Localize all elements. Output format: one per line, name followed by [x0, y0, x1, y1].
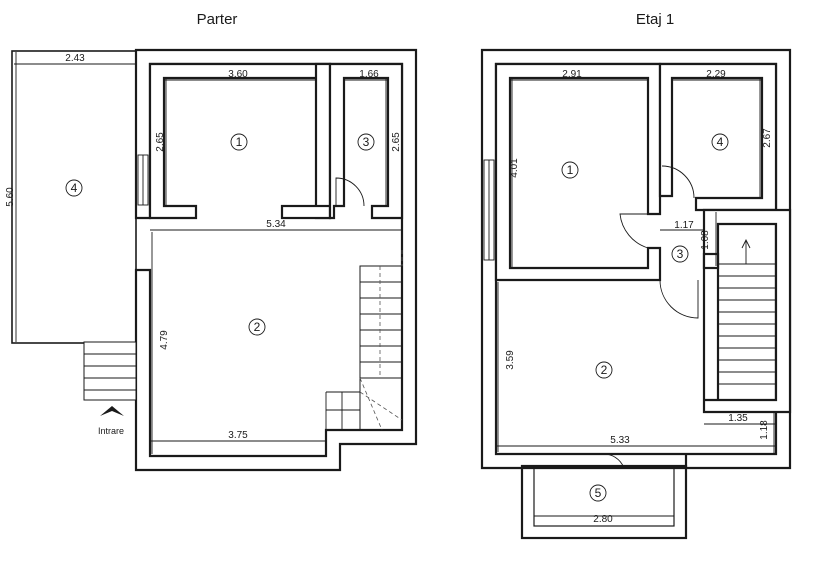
dim-2-91: 2.91: [562, 69, 582, 80]
etaj-room-4-label: 4: [711, 133, 729, 151]
etaj-balcony-outer: [520, 464, 688, 540]
etaj-room-3-label: 3: [671, 245, 689, 263]
dim-2-65-left: 2.65: [155, 132, 166, 152]
entrance-arrow-icon: [100, 406, 124, 416]
etaj-door-5: [601, 453, 625, 469]
dim-1-17: 1.17: [674, 220, 694, 231]
dim-5-60: 5.60: [5, 187, 16, 207]
dim-1-66: 1.66: [359, 69, 379, 80]
parter-room-4-outline: [11, 50, 137, 344]
etaj-balcony-inner: [533, 465, 675, 527]
etaj-wall-3: [702, 252, 720, 270]
etaj-room-2-label: 2: [595, 361, 613, 379]
svg-text:5: 5: [595, 486, 602, 500]
dim-4-79: 4.79: [159, 330, 170, 350]
parter-wall-1-3: [314, 62, 332, 220]
dim-3-75: 3.75: [228, 430, 248, 441]
dim-1-35: 1.35: [728, 413, 748, 424]
etaj-stairs: [718, 238, 776, 385]
parter-room-3-label: 3: [357, 133, 375, 151]
parter-title: Parter: [197, 11, 238, 28]
dim-3-60: 3.60: [228, 69, 248, 80]
parter-plan: Parter: [5, 11, 418, 472]
svg-text:3: 3: [363, 135, 370, 149]
dim-4-01: 4.01: [509, 158, 520, 178]
parter-room-3-walls: [328, 62, 404, 220]
etaj-plan: Etaj 1: [480, 11, 792, 540]
etaj-room-5-label: 5: [589, 484, 607, 502]
dim-1-08: 1.08: [700, 230, 711, 250]
dim-2-29: 2.29: [706, 69, 726, 80]
svg-text:1: 1: [567, 163, 574, 177]
parter-dimensions: 2.43 3.60 1.66 5.60 2.65 2.65 5.34 4.79 …: [5, 52, 402, 454]
etaj-title: Etaj 1: [636, 11, 674, 28]
parter-entrance-steps: Intrare: [83, 341, 137, 436]
parter-room-1-label: 1: [230, 133, 248, 151]
dim-2-67: 2.67: [762, 128, 773, 148]
dim-2-80: 2.80: [593, 514, 613, 525]
etaj-door-4: [661, 165, 695, 199]
dim-3-59: 3.59: [505, 350, 516, 370]
svg-text:4: 4: [71, 181, 78, 195]
dim-2-43: 2.43: [65, 53, 85, 64]
parter-wall-1-bottom: [280, 204, 332, 220]
etaj-room-4-walls: [658, 62, 778, 212]
svg-text:2: 2: [254, 320, 261, 334]
etaj-stair-walls: [702, 208, 792, 414]
dim-5-33: 5.33: [610, 435, 630, 446]
etaj-door-2: [659, 279, 699, 319]
etaj-door-1: [619, 213, 660, 249]
svg-text:1: 1: [236, 135, 243, 149]
parter-stairs: [325, 250, 403, 431]
svg-text:3: 3: [677, 247, 684, 261]
dim-2-65-right: 2.65: [391, 132, 402, 152]
parter-door-3: [335, 177, 365, 207]
etaj-room-1-label: 1: [561, 161, 579, 179]
dim-5-34: 5.34: [266, 219, 286, 230]
svg-text:4: 4: [717, 135, 724, 149]
parter-outer-walls: [134, 48, 418, 472]
parter-room-4-label: 4: [65, 179, 83, 197]
svg-text:2: 2: [601, 363, 608, 377]
etaj-dimensions: 2.91 2.29 4.01 2.67 1.17 1.08 3.59 1.35 …: [496, 69, 776, 525]
entrance-label: Intrare: [98, 426, 124, 436]
parter-room-2-label: 2: [248, 318, 266, 336]
dim-1-18: 1.18: [759, 420, 770, 440]
